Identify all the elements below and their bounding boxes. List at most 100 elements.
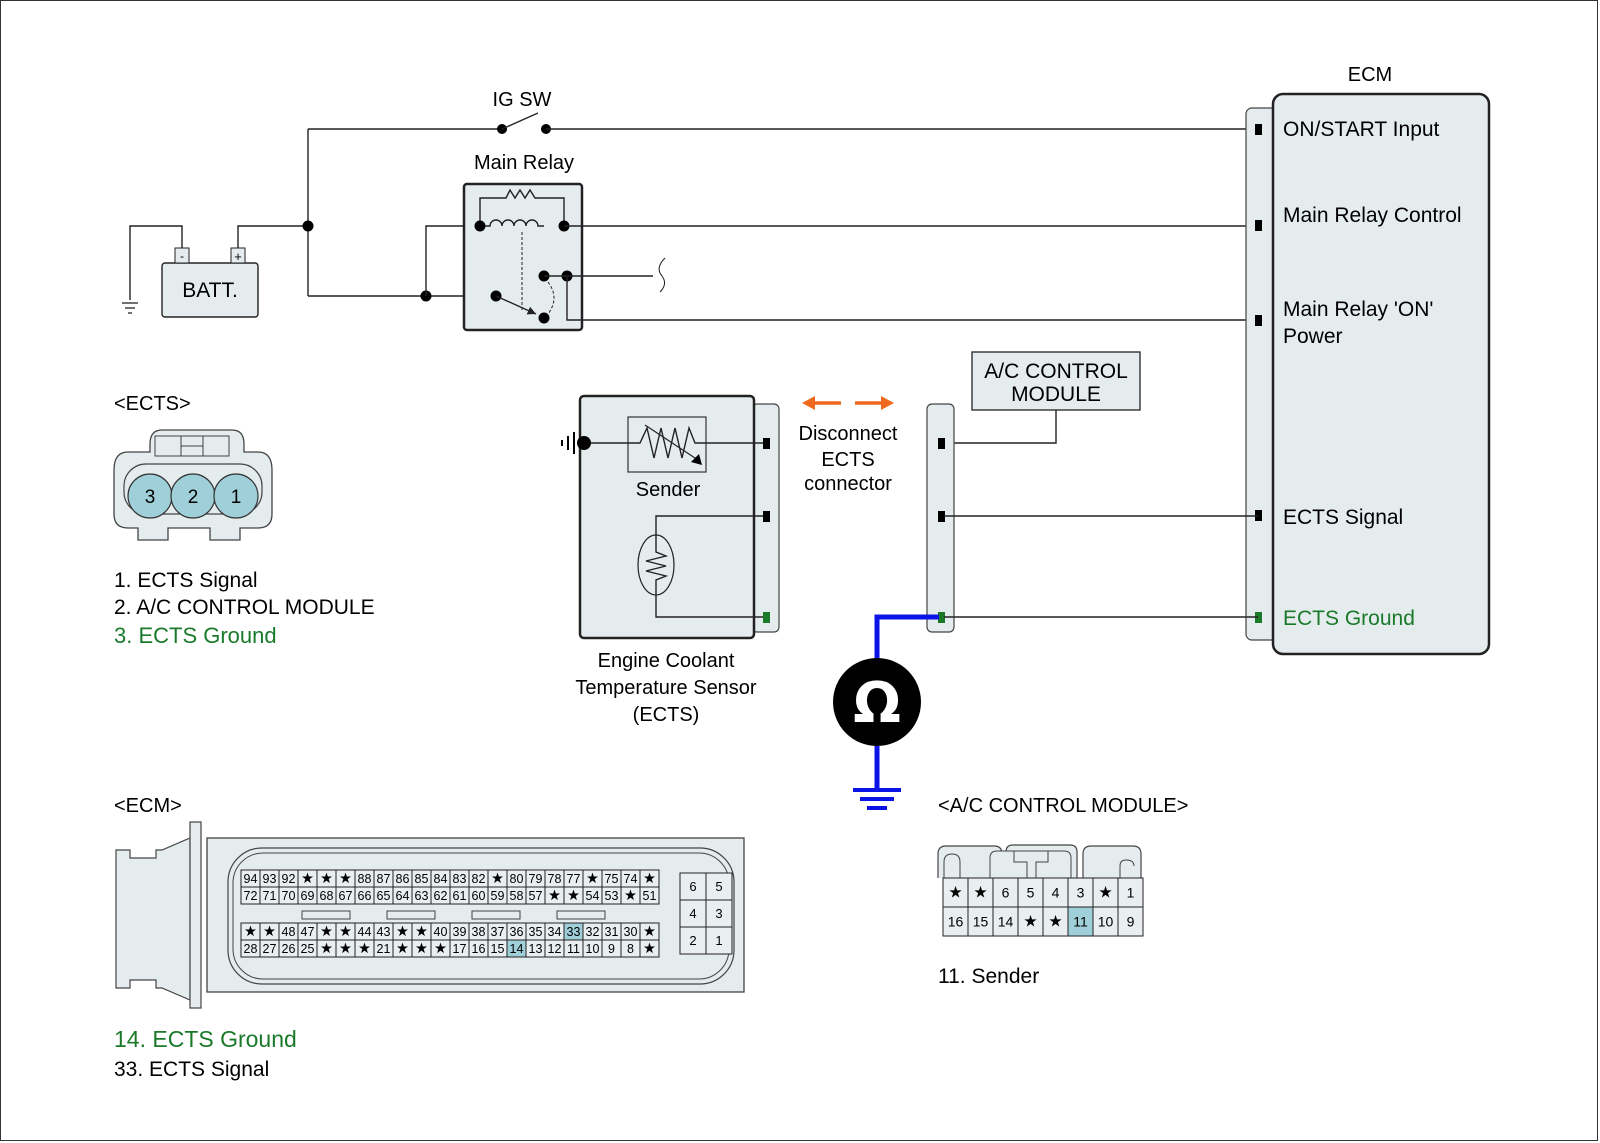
ecm-pin-72: 72: [244, 889, 258, 903]
ecm-small-cell: [679, 899, 707, 928]
ecm-pin-14: 14: [510, 942, 524, 956]
ecm-pin-78: 78: [548, 872, 562, 886]
ecm-pin-80: 80: [510, 872, 524, 886]
ecm-pin-36: 36: [510, 925, 524, 939]
ecm-pin-10: 10: [586, 942, 600, 956]
ac-pin-1: 1: [1127, 885, 1135, 901]
unused-pin-icon: ★: [358, 941, 371, 957]
ects-sensor: Sender Engine Coolant Temperature Sensor…: [561, 394, 780, 726]
ecm-pin-30: 30: [624, 925, 638, 939]
ecm-pin-32: 32: [586, 925, 600, 939]
ohmmeter: Ω: [833, 614, 939, 810]
ecm-pin-68: 68: [320, 889, 334, 903]
main-relay: Main Relay: [462, 152, 584, 332]
ac-pin-4: 4: [1052, 885, 1060, 901]
ects-connector-title: <ECTS>: [114, 393, 191, 415]
ecm-pin-39: 39: [453, 925, 467, 939]
ecm-pin-71: 71: [263, 889, 277, 903]
unused-pin-icon: ★: [624, 888, 637, 904]
ecm-title: ECM: [1348, 64, 1392, 86]
ects-pin-2: 2: [188, 487, 199, 508]
unused-pin-icon: ★: [643, 871, 656, 887]
ig-switch: IG SW: [308, 89, 1258, 134]
unused-pin-icon: ★: [586, 871, 599, 887]
ecm-pin-85: 85: [415, 872, 429, 886]
ecm-pin-terminal: [1255, 124, 1262, 135]
ecm-pin-31: 31: [605, 925, 619, 939]
unused-pin-icon: ★: [263, 924, 276, 940]
ects-legend-item: 3. ECTS Ground: [114, 623, 277, 648]
ecm-pin-34: 34: [548, 925, 562, 939]
ig-switch-label: IG SW: [493, 89, 552, 111]
ecm-pin-48: 48: [282, 925, 296, 939]
unused-pin-icon: ★: [415, 924, 428, 940]
ects-name-line3: (ECTS): [633, 704, 700, 726]
ecm-pin-75: 75: [605, 872, 619, 886]
ecm-pin-87: 87: [377, 872, 391, 886]
ecm-pin-74: 74: [624, 872, 638, 886]
ac-pin-6: 6: [1002, 885, 1010, 901]
ecm-small-pin-1: 1: [715, 933, 722, 948]
unused-pin-icon: ★: [301, 871, 314, 887]
ac-pin-15: 15: [973, 914, 989, 930]
unused-pin-icon: ★: [339, 941, 352, 957]
ecm-pin-main-relay-on-power: Main Relay 'ON': [1283, 298, 1433, 321]
ac-cell: [1017, 906, 1044, 937]
ects-name-line1: Engine Coolant: [598, 650, 735, 672]
ecm-pin-11: 11: [567, 942, 580, 956]
ects-legend-item: 2. A/C CONTROL MODULE: [114, 596, 375, 619]
ecm-pin-terminal: [1255, 220, 1262, 231]
ac-control-module: A/C CONTROL MODULE: [944, 351, 1141, 444]
ac-cell: [967, 906, 994, 937]
ecm-pin-25: 25: [301, 942, 315, 956]
unused-pin-icon: ★: [643, 941, 656, 957]
ects-name-line2: Temperature Sensor: [575, 677, 757, 699]
ecm-module: ECM ON/START Input Main Relay Control Ma…: [1245, 64, 1491, 656]
ecm-pin-83: 83: [453, 872, 467, 886]
ecm-small-pin-6: 6: [689, 879, 696, 894]
unused-pin-icon: ★: [320, 941, 333, 957]
ecm-connector-title: <ECM>: [114, 795, 182, 817]
ecm-body: [1271, 92, 1491, 656]
ecm-cell: [639, 939, 660, 958]
battery: BATT. - +: [122, 225, 308, 318]
unused-pin-icon: ★: [434, 941, 447, 957]
ac-cell: [1117, 877, 1144, 908]
ecm-pin-63: 63: [415, 889, 429, 903]
ac-pin-11: 11: [1073, 914, 1088, 930]
ects-harness-connector: [926, 403, 1258, 633]
unused-pin-icon: ★: [396, 924, 409, 940]
ecm-pin-ects-ground: ECTS Ground: [1283, 607, 1415, 630]
unused-pin-icon: ★: [244, 924, 257, 940]
ecm-small-cell: [705, 899, 733, 928]
ac-module-label-line2: MODULE: [1011, 383, 1101, 406]
ecm-pin-51: 51: [643, 889, 657, 903]
ecm-pin-33: 33: [567, 925, 581, 939]
ecm-pin-54: 54: [586, 889, 600, 903]
disconnect-note-line2: ECTS: [821, 449, 874, 471]
unused-pin-icon: ★: [973, 885, 987, 902]
ecm-small-pin-4: 4: [689, 906, 696, 921]
unused-pin-icon: ★: [396, 941, 409, 957]
ecm-pin-40: 40: [434, 925, 448, 939]
ecm-pin-13: 13: [529, 942, 543, 956]
ecm-pin-17: 17: [453, 942, 467, 956]
ects-legend-item: 1. ECTS Signal: [114, 569, 258, 592]
wire-break-icon: [658, 257, 666, 293]
ecm-pin-62: 62: [434, 889, 448, 903]
battery-label: BATT.: [182, 279, 238, 302]
ecm-pin-main-relay-control: Main Relay Control: [1283, 204, 1462, 227]
ects-connector-view: <ECTS> 3 2 1 1. ECTS Signal 2. A/C CONTR…: [113, 393, 375, 648]
ecm-pin-58: 58: [510, 889, 524, 903]
battery-negative: -: [180, 249, 184, 263]
ecm-pin-60: 60: [472, 889, 486, 903]
ecm-pin-79: 79: [529, 872, 543, 886]
ecm-pin-69: 69: [301, 889, 315, 903]
ecm-pin-77: 77: [567, 872, 581, 886]
ecm-pin-88: 88: [358, 872, 372, 886]
ecm-pin-70: 70: [282, 889, 296, 903]
sender-label: Sender: [636, 479, 701, 501]
ecm-pin-main-relay-on-power-line2: Power: [1283, 325, 1343, 348]
